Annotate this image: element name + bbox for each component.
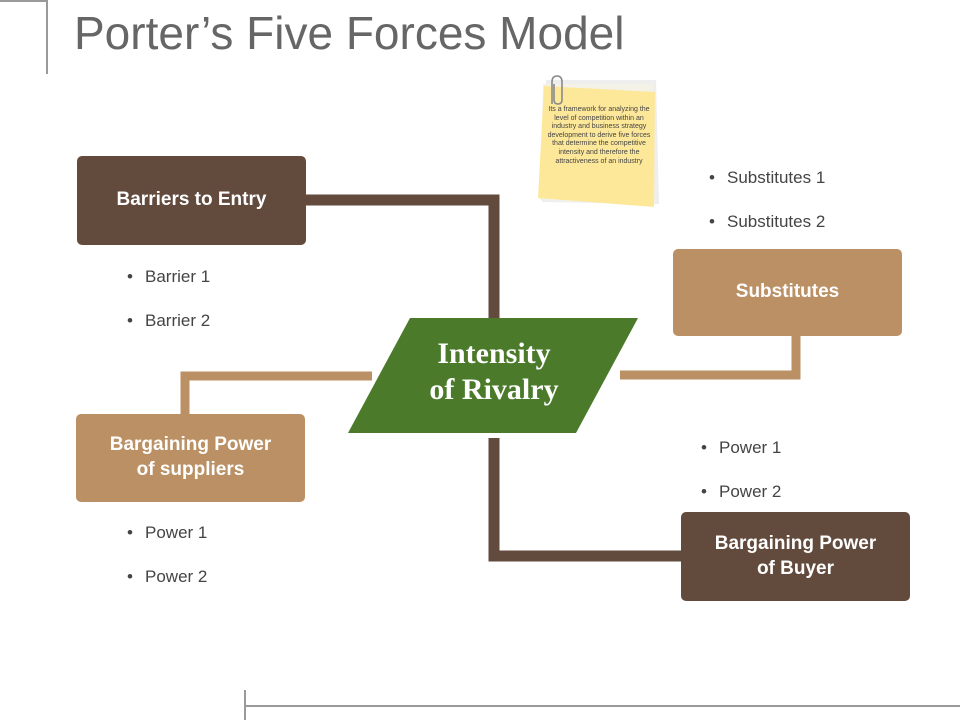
suppliers-bullet-2: Power 2 <box>123 565 207 609</box>
rivalry-parallelogram <box>348 318 638 433</box>
buyer-box: Bargaining Power of Buyer <box>681 512 910 601</box>
buyer-label-line2: of Buyer <box>756 557 835 579</box>
buyer-bullets: Power 1 Power 2 <box>697 436 781 524</box>
substitutes-bullet-2: Substitutes 2 <box>705 210 825 254</box>
sticky-note <box>538 86 655 207</box>
suppliers-bullet-1: Power 1 <box>123 521 207 565</box>
suppliers-box: Bargaining Power of suppliers <box>76 414 305 502</box>
buyer-bullet-1: Power 1 <box>697 436 781 480</box>
top-left-decor-line-v <box>46 0 48 74</box>
barriers-label: Barriers to Entry <box>116 189 267 211</box>
bottom-decor-line-h <box>244 705 960 707</box>
substitutes-box: Substitutes <box>673 249 902 336</box>
paperclip-icon <box>551 75 563 105</box>
sticky-note-text: Its a framework for analyzing the level … <box>547 106 651 165</box>
buyer-label-line1: Bargaining Power <box>714 532 877 554</box>
substitutes-bullet-1: Substitutes 1 <box>705 166 825 210</box>
suppliers-label-line2: of suppliers <box>136 459 245 480</box>
rivalry-label: Intensity of Rivalry <box>380 336 608 408</box>
top-left-decor-line-h <box>0 0 48 2</box>
suppliers-connector <box>180 371 372 416</box>
rivalry-label-line2: of Rivalry <box>429 373 559 406</box>
barriers-bullets: Barrier 1 Barrier 2 <box>123 265 210 353</box>
substitutes-bullets: Substitutes 1 Substitutes 2 <box>705 166 825 254</box>
substitutes-label: Substitutes <box>735 281 840 303</box>
suppliers-bullets: Power 1 Power 2 <box>123 521 207 609</box>
page-title: Porter’s Five Forces Model <box>74 7 625 59</box>
buyer-bullet-2: Power 2 <box>697 480 781 524</box>
buyer-connector <box>488 438 682 562</box>
rivalry-label-line1: Intensity <box>437 337 551 370</box>
barriers-bullet-1: Barrier 1 <box>123 265 210 309</box>
barriers-connector <box>305 194 500 318</box>
barriers-box: Barriers to Entry <box>77 156 306 245</box>
barriers-bullet-2: Barrier 2 <box>123 309 210 353</box>
substitutes-connector <box>620 335 801 380</box>
suppliers-label-line1: Bargaining Power <box>109 434 272 456</box>
